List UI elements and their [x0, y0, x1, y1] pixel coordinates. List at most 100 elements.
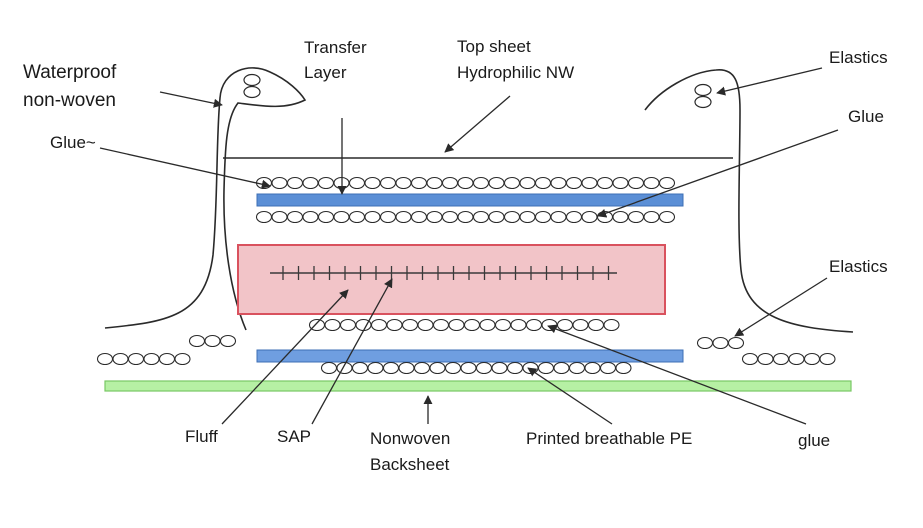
glue-bead — [612, 176, 629, 190]
glue-bead — [174, 352, 191, 366]
glue-bead — [386, 318, 403, 332]
label-glue-bottom: glue — [798, 431, 830, 450]
right-waterproof-cuff — [644, 69, 854, 333]
glue-row-right-inner — [696, 336, 745, 350]
glue-bead — [572, 318, 589, 332]
transfer-layer — [256, 193, 684, 207]
glue-bead — [367, 361, 384, 375]
glue-bead — [96, 352, 114, 366]
glue-bead — [444, 361, 462, 375]
glue-bead — [348, 210, 366, 224]
arrow-waterproof — [159, 91, 223, 108]
glue-bead — [643, 210, 660, 224]
glue-bead — [429, 361, 446, 375]
label-elastics-top: Elastics — [829, 48, 888, 67]
glue-bead — [286, 210, 304, 224]
label-transfer-2: Layer — [304, 63, 347, 82]
glue-bead — [370, 318, 388, 332]
glue-bead — [448, 318, 465, 332]
glue-bead — [565, 210, 583, 224]
glue-bead — [413, 361, 431, 375]
glue-bead — [503, 176, 521, 190]
glue-bead — [112, 352, 129, 366]
glue-bead — [379, 210, 397, 224]
glue-bead — [460, 361, 477, 375]
glue-bead — [537, 361, 555, 375]
arrow-printed-pe — [527, 367, 613, 425]
glue-bead — [696, 336, 714, 350]
glue-row-top — [255, 176, 676, 190]
label-topsheet-2: Hydrophilic NW — [457, 63, 574, 82]
glue-bead — [615, 361, 632, 375]
glue-row-under-backsheet — [320, 361, 632, 375]
arrow-elastics-right — [734, 277, 828, 337]
label-elastics-right: Elastics — [829, 257, 888, 276]
glue-bead — [426, 210, 443, 224]
glue-bead — [510, 318, 527, 332]
glue-bead — [457, 176, 474, 190]
glue-bead — [556, 318, 574, 332]
glue-bead — [127, 352, 145, 366]
glue-bead — [219, 334, 237, 348]
label-waterproof-1: Waterproof — [23, 62, 117, 83]
glue-bead — [333, 210, 350, 224]
arrow-topsheet — [444, 95, 511, 153]
glue-bead — [204, 334, 221, 348]
arrow-glue-right — [597, 129, 839, 218]
glue-bead — [441, 210, 459, 224]
absorbent-core — [237, 244, 666, 315]
glue-bead — [550, 210, 567, 224]
glue-bead — [475, 361, 493, 375]
glue-bead — [317, 176, 335, 190]
glue-row-under-core — [308, 318, 620, 332]
glue-bead — [286, 176, 304, 190]
glue-bead — [534, 176, 552, 190]
glue-bead — [398, 361, 415, 375]
glue-bead — [534, 210, 552, 224]
glue-bead — [348, 176, 366, 190]
glue-bead — [587, 318, 605, 332]
label-transfer-1: Transfer — [304, 38, 367, 57]
glue-row-right-outer — [741, 352, 836, 366]
glue-bead — [457, 210, 474, 224]
glue-bead — [741, 352, 759, 366]
glue-bead — [441, 176, 459, 190]
glue-bead — [581, 176, 598, 190]
glue-bead — [494, 318, 512, 332]
glue-bead — [302, 210, 319, 224]
label-nonwoven-2: Backsheet — [370, 455, 450, 474]
glue-bead — [432, 318, 450, 332]
glue-bead — [351, 361, 369, 375]
label-fluff: Fluff — [185, 427, 218, 446]
glue-bead — [803, 352, 821, 366]
glue-bead — [503, 210, 521, 224]
glue-bead — [506, 361, 524, 375]
glue-bead — [302, 176, 319, 190]
glue-bead — [757, 352, 774, 366]
glue-bead — [463, 318, 481, 332]
glue-bead — [712, 336, 729, 350]
glue-bead — [271, 176, 288, 190]
arrow-sap — [311, 278, 393, 425]
glue-beads — [96, 176, 836, 375]
glue-bead — [395, 210, 412, 224]
glue-bead — [550, 176, 567, 190]
arrow-glue-bottom — [547, 324, 807, 425]
glue-bead — [479, 318, 496, 332]
glue-bead — [401, 318, 419, 332]
glue-bead — [364, 176, 381, 190]
glue-bead — [255, 210, 273, 224]
arrow-glue-left — [99, 147, 271, 189]
glue-bead — [488, 210, 505, 224]
glue-bead — [643, 176, 660, 190]
glue-bead — [584, 361, 601, 375]
glue-bead — [658, 210, 676, 224]
glue-bead — [417, 318, 434, 332]
glue-bead — [472, 210, 490, 224]
glue-bead — [596, 176, 614, 190]
label-waterproof-2: non-woven — [23, 90, 116, 111]
glue-bead — [568, 361, 586, 375]
sap-particles — [282, 266, 610, 280]
